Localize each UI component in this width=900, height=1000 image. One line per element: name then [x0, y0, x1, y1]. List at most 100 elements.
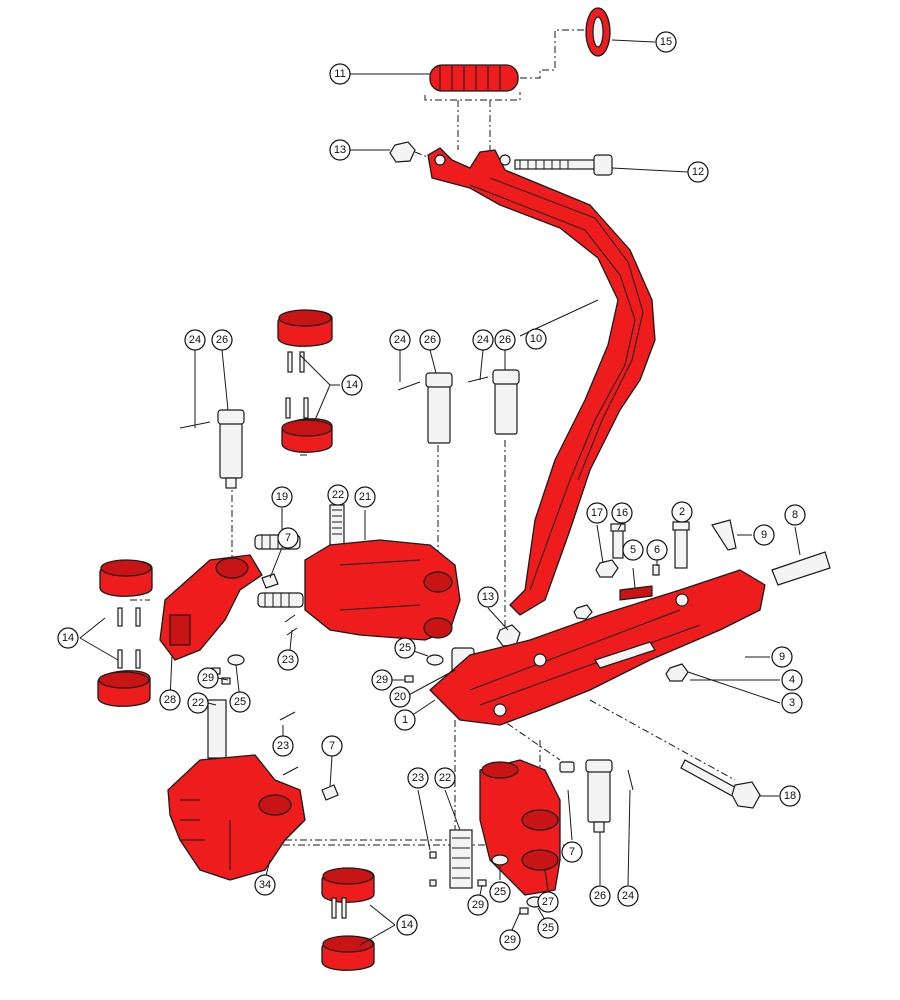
- callout-29: 29: [467, 894, 489, 916]
- svg-text:22: 22: [439, 772, 451, 784]
- svg-text:24: 24: [394, 334, 406, 346]
- nut-part: [389, 141, 416, 163]
- svg-text:2: 2: [679, 506, 685, 518]
- callout-14: 14: [57, 627, 79, 649]
- callout-4: 4: [781, 669, 803, 691]
- coil-spring-part: [254, 534, 304, 608]
- svg-text:34: 34: [259, 879, 271, 891]
- callout-26: 26: [589, 885, 611, 907]
- washers-left-part: [211, 654, 444, 685]
- svg-text:26: 26: [216, 334, 228, 346]
- callout-17: 17: [586, 502, 608, 524]
- svg-text:26: 26: [424, 334, 436, 346]
- clamp-block-bottom-part: [321, 867, 375, 971]
- svg-text:29: 29: [376, 674, 388, 686]
- svg-text:23: 23: [412, 772, 424, 784]
- callout-24: 24: [617, 885, 639, 907]
- svg-text:15: 15: [660, 36, 672, 48]
- callout-7: 7: [277, 527, 299, 549]
- callout-1: 1: [394, 709, 416, 731]
- callout-22: 22: [327, 484, 349, 506]
- callout-13: 13: [329, 139, 351, 161]
- svg-text:25: 25: [399, 642, 411, 654]
- svg-text:23: 23: [282, 654, 294, 666]
- hanger-spring-part: [429, 64, 519, 92]
- callout-19: 19: [271, 486, 293, 508]
- svg-text:17: 17: [591, 507, 603, 519]
- callout-15: 15: [655, 31, 677, 53]
- svg-text:29: 29: [504, 934, 516, 946]
- callout-14: 14: [341, 374, 363, 396]
- callout-22: 22: [434, 767, 456, 789]
- svg-text:14: 14: [62, 632, 74, 644]
- svg-text:5: 5: [630, 544, 636, 556]
- callout-26: 26: [494, 329, 516, 351]
- svg-text:21: 21: [359, 491, 371, 503]
- jaw-assembly-part: [304, 504, 461, 641]
- lower-left-jaw-part: [167, 699, 306, 881]
- callout-3: 3: [781, 692, 803, 714]
- svg-text:28: 28: [164, 694, 176, 706]
- svg-text:23: 23: [277, 740, 289, 752]
- svg-text:6: 6: [654, 544, 660, 556]
- svg-text:22: 22: [332, 489, 344, 501]
- callout-26: 26: [211, 329, 233, 351]
- callout-20: 20: [389, 686, 411, 708]
- tab-part: [321, 784, 339, 801]
- svg-text:25: 25: [494, 886, 506, 898]
- callout-24: 24: [389, 329, 411, 351]
- pin-left-part: [179, 409, 245, 489]
- svg-text:14: 14: [346, 379, 358, 391]
- left-arm-part: [159, 554, 263, 661]
- callout-24: 24: [472, 329, 494, 351]
- svg-text:26: 26: [499, 334, 511, 346]
- main-body-part: [429, 569, 766, 726]
- callout-11: 11: [329, 63, 351, 85]
- callout-28: 28: [159, 689, 181, 711]
- svg-text:18: 18: [784, 790, 796, 802]
- svg-text:22: 22: [192, 697, 204, 709]
- bottom-bolt-part: [680, 759, 761, 809]
- callout-9: 9: [753, 524, 775, 546]
- svg-text:20: 20: [394, 691, 406, 703]
- handle-part: [427, 147, 656, 616]
- clamp-block-top-part: [277, 309, 333, 453]
- callout-26: 26: [419, 329, 441, 351]
- clamp-block-left-part: [97, 559, 153, 707]
- svg-text:13: 13: [482, 591, 494, 603]
- lower-right-jaw-part: [449, 759, 561, 896]
- callout-5: 5: [622, 539, 644, 561]
- callout-34: 34: [254, 874, 276, 896]
- callouts: 15 11 13 12 10 24 26 14 24 26 24 26 19 2…: [57, 31, 806, 951]
- svg-text:9: 9: [761, 529, 767, 541]
- svg-text:7: 7: [569, 846, 575, 858]
- svg-text:24: 24: [622, 890, 634, 902]
- callout-29: 29: [371, 669, 393, 691]
- svg-text:7: 7: [329, 740, 335, 752]
- parts: [97, 7, 831, 971]
- callout-27: 27: [537, 891, 559, 913]
- pin-center-part: [397, 369, 520, 444]
- callout-29: 29: [499, 929, 521, 951]
- callout-25: 25: [537, 917, 559, 939]
- callout-12: 12: [687, 161, 709, 183]
- svg-text:13: 13: [334, 144, 346, 156]
- callout-7: 7: [321, 735, 343, 757]
- callout-9: 9: [771, 646, 793, 668]
- svg-text:24: 24: [189, 334, 201, 346]
- callout-13: 13: [477, 586, 499, 608]
- callout-23: 23: [407, 767, 429, 789]
- svg-text:9: 9: [779, 651, 785, 663]
- callout-2: 2: [671, 501, 693, 523]
- svg-text:16: 16: [616, 507, 628, 519]
- svg-text:26: 26: [594, 890, 606, 902]
- callout-24: 24: [184, 329, 206, 351]
- callout-7: 7: [561, 841, 583, 863]
- callout-8: 8: [784, 504, 806, 526]
- callout-21: 21: [354, 486, 376, 508]
- svg-text:24: 24: [477, 334, 489, 346]
- callout-25: 25: [489, 881, 511, 903]
- callout-25: 25: [229, 691, 251, 713]
- svg-text:10: 10: [530, 333, 542, 345]
